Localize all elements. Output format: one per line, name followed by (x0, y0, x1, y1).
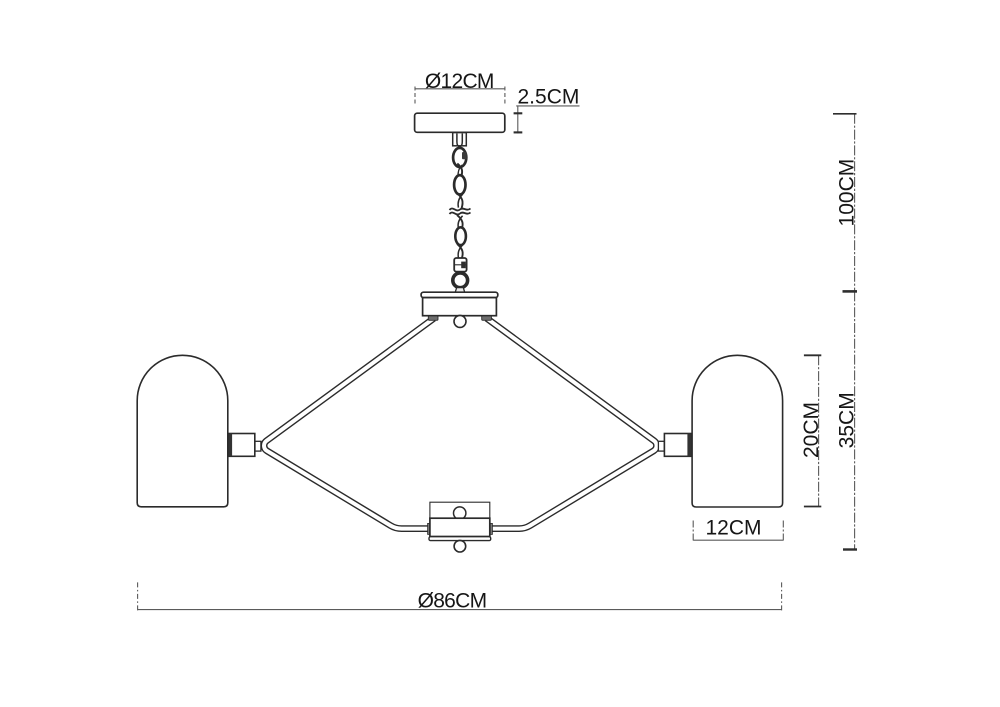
svg-text:100CM: 100CM (836, 159, 859, 227)
svg-text:20CM: 20CM (800, 402, 823, 458)
svg-text:12CM: 12CM (705, 517, 761, 540)
svg-text:2.5CM: 2.5CM (518, 85, 580, 108)
svg-text:Ø86CM: Ø86CM (418, 590, 487, 613)
svg-text:Ø12CM: Ø12CM (425, 70, 494, 93)
svg-text:35CM: 35CM (836, 392, 859, 448)
